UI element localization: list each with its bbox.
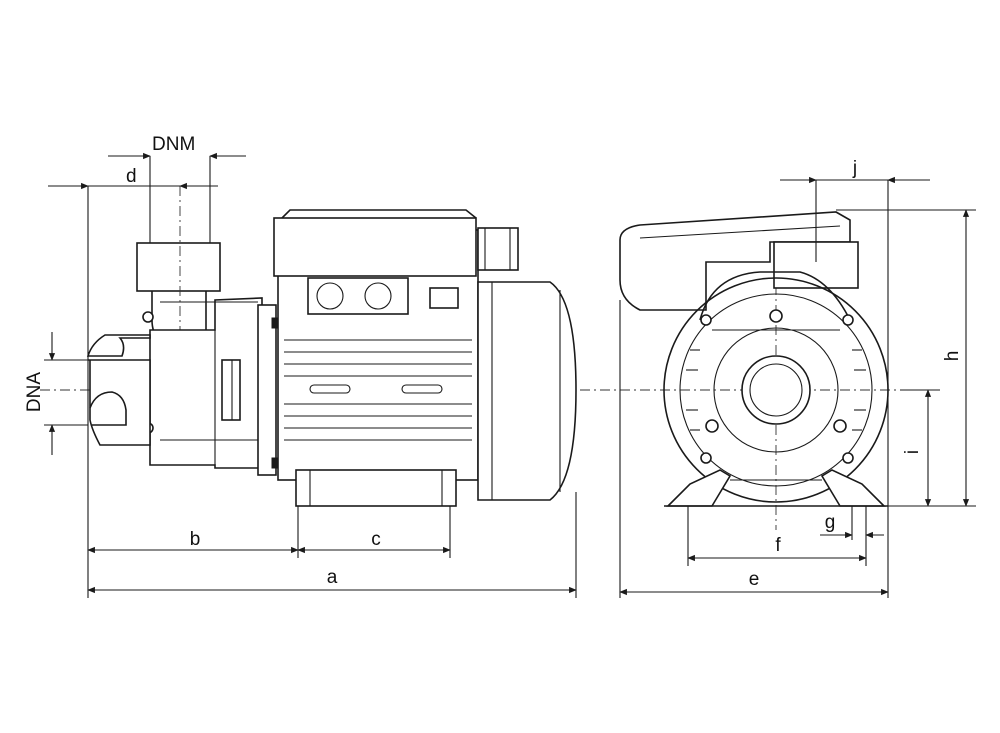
c-label: c — [371, 529, 381, 550]
dna-label: DNA — [24, 372, 45, 412]
h-label: h — [942, 351, 963, 362]
e-label: e — [749, 569, 760, 590]
front-feet — [664, 469, 888, 507]
motor-body — [273, 209, 519, 507]
front-view — [600, 180, 976, 598]
i-label: i — [902, 450, 923, 454]
suction-inlet — [86, 334, 151, 446]
a-label: a — [327, 567, 338, 588]
dnm-label: DNM — [152, 134, 195, 155]
discharge-outlet — [136, 156, 221, 350]
j-label: j — [852, 158, 857, 179]
pump-casing — [142, 297, 263, 469]
b-label: b — [190, 529, 201, 550]
side-view — [40, 156, 600, 598]
d-label: d — [126, 166, 137, 187]
f-label: f — [775, 535, 781, 556]
cooling-fins — [284, 339, 472, 441]
fan-cover — [477, 281, 577, 501]
front-casing — [663, 271, 889, 503]
side-dimensions — [48, 152, 577, 594]
terminal-box — [619, 211, 859, 311]
front-dimensions — [619, 176, 970, 596]
g-label: g — [825, 512, 836, 533]
